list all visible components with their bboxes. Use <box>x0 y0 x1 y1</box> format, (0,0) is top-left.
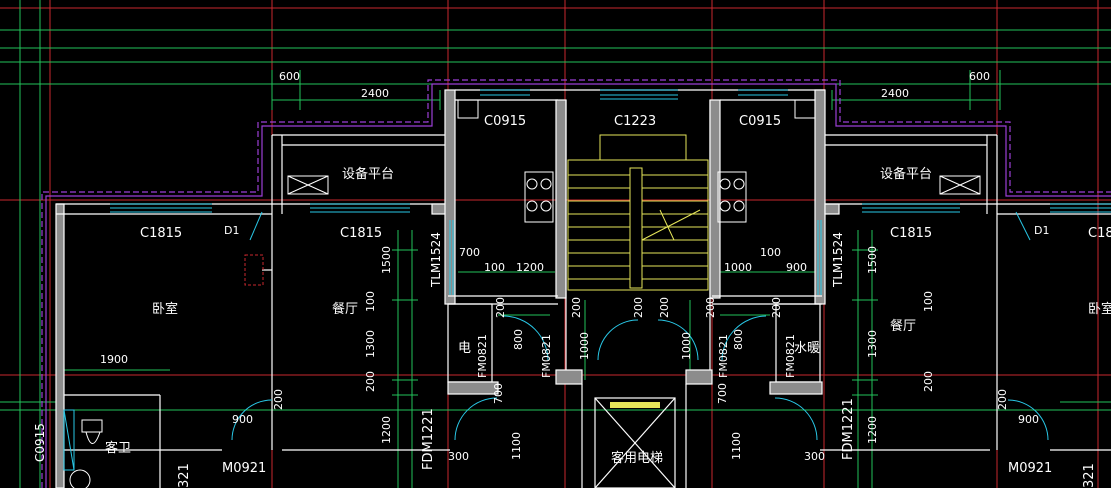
dim-200-wall-r: 200 <box>996 389 1009 410</box>
room-water: 水暖 <box>794 341 820 356</box>
label-fdm-left: FDM1221 <box>421 408 436 470</box>
dim-v200-r: 200 <box>922 371 935 392</box>
label-c0915-right: C0915 <box>739 114 781 129</box>
dim-v700-r: 700 <box>716 383 729 404</box>
dim-1200: 1200 <box>516 261 544 274</box>
stairs <box>567 134 709 291</box>
label-fdm-right: FDM1221 <box>841 398 856 460</box>
walls <box>55 89 1111 488</box>
dim-300-r: 300 <box>804 450 825 463</box>
dim-v200-s4: 200 <box>770 297 783 318</box>
dim-v100-l: 100 <box>364 291 377 312</box>
room-bathroom: 客卫 <box>105 440 131 456</box>
room-dining-left: 餐厅 <box>332 301 358 317</box>
label-c1815-b: C1815 <box>340 226 382 241</box>
label-c1815-c: C1815 <box>890 226 932 241</box>
dim-v100-r: 100 <box>922 291 935 312</box>
dim-v1300-r: 1300 <box>866 330 879 358</box>
dim-v700-l: 700 <box>492 383 505 404</box>
label-fm0821-mid-right: FM0821 <box>717 334 730 378</box>
dim-v200-l: 200 <box>364 371 377 392</box>
dim-v1500-r: 1500 <box>866 246 879 274</box>
dim-200-r: 200 <box>704 297 717 318</box>
dim-1000: 1000 <box>724 261 752 274</box>
label-fm0821-mid-left: FM0821 <box>540 334 553 378</box>
room-dining-right: 餐厅 <box>890 318 916 334</box>
dim-900-left: 900 <box>232 413 253 426</box>
dim-300-l: 300 <box>448 450 469 463</box>
dim-v1000-r: 1000 <box>680 332 693 360</box>
label-c1815-a: C1815 <box>140 226 182 241</box>
dim-200-l: 200 <box>570 297 583 318</box>
label-c18-edge: C18 <box>1088 226 1111 241</box>
label-d21-left: 321 <box>177 463 192 488</box>
label-fm0821-left: FM0821 <box>476 334 489 378</box>
label-d1-left: D1 <box>224 224 239 237</box>
label-c1223: C1223 <box>614 114 656 129</box>
dim-900-right: 900 <box>1018 413 1039 426</box>
label-m0921-right: M0921 <box>1008 461 1052 476</box>
label-tlm-right: TLM1524 <box>831 232 845 288</box>
window-labels: C0915 C0915 C1223 C1815 C1815 C1815 C18 … <box>33 114 1111 462</box>
fixtures <box>69 99 981 488</box>
dim-v1200-l: 1200 <box>380 416 393 444</box>
dim-v1300-l: 1300 <box>364 330 377 358</box>
label-d1-right: D1 <box>1034 224 1049 237</box>
dim-v1200-r: 1200 <box>866 416 879 444</box>
label-d21-right: 321 <box>1082 463 1097 488</box>
dimension-labels: 600 600 2400 2400 1900 900 900 900 700 1… <box>100 70 1039 463</box>
door-labels: M0921 M0921 FM0821 FM0821 FM0821 FM0821 … <box>177 334 1097 488</box>
dim-v1500-l: 1500 <box>380 246 393 274</box>
room-bedroom-right: 卧室 <box>1088 301 1111 317</box>
room-equipment-left: 设备平台 <box>342 166 394 182</box>
windows <box>63 89 1111 471</box>
dim-v1100-l: 1100 <box>510 432 523 460</box>
dim-v200-s1: 200 <box>632 297 645 318</box>
room-labels: 设备平台 设备平台 卧室 卧室 餐厅 餐厅 客卫 客用电梯 电 水暖 <box>105 166 1111 466</box>
dim-600-left: 600 <box>279 70 300 83</box>
dim-700-a: 700 <box>459 246 480 259</box>
label-c0915-bath: C0915 <box>33 423 47 462</box>
dim-v1000-l: 1000 <box>578 332 591 360</box>
room-elevator: 客用电梯 <box>611 450 663 466</box>
dimension-ticks <box>271 70 1001 396</box>
dim-2400-left: 2400 <box>361 87 389 100</box>
dim-v200-s2: 200 <box>658 297 671 318</box>
label-tlm-left: TLM1524 <box>429 232 443 288</box>
outer-outline <box>41 79 1111 488</box>
room-meter: 电 <box>458 341 471 356</box>
dim-900-mid: 900 <box>786 261 807 274</box>
dim-v800-r: 800 <box>732 329 745 350</box>
dim-200-wall-l: 200 <box>272 389 285 410</box>
dim-v800-l: 800 <box>512 329 525 350</box>
dim-600-right: 600 <box>969 70 990 83</box>
label-c0915-left: C0915 <box>484 114 526 129</box>
dim-v1100-r: 1100 <box>730 432 743 460</box>
dim-2400-right: 2400 <box>881 87 909 100</box>
room-equipment-right: 设备平台 <box>880 166 932 182</box>
dim-1900: 1900 <box>100 353 128 366</box>
room-bedroom-left: 卧室 <box>152 301 178 317</box>
label-fm0821-right: FM0821 <box>784 334 797 378</box>
dim-v200-s3: 200 <box>494 297 507 318</box>
dim-100-b: 100 <box>760 246 781 259</box>
label-m0921-left: M0921 <box>222 461 266 476</box>
dim-100-a: 100 <box>484 261 505 274</box>
